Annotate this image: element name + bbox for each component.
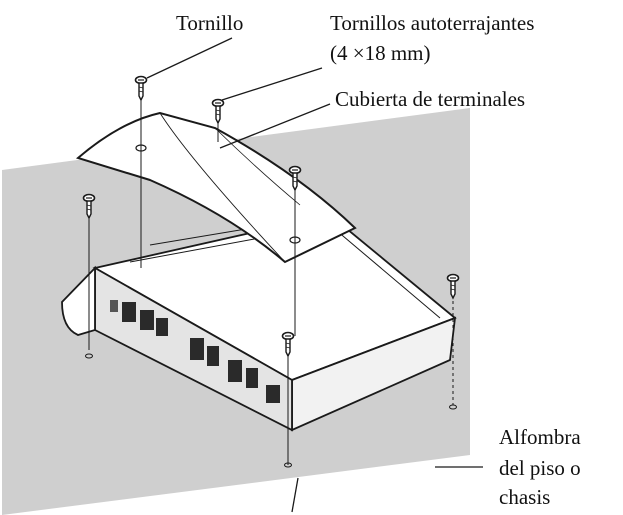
screw-icon (134, 75, 148, 101)
label-carpet-line3: chasis (499, 485, 551, 509)
label-screw: Tornillo (176, 11, 244, 35)
label-carpet-line1: Alfombra (499, 425, 581, 449)
label-tapping-screws-size: (4 ×18 mm) (330, 41, 431, 65)
leader-lines (146, 37, 483, 513)
terminal-blocks (110, 300, 280, 403)
label-carpet-line2: del piso o (499, 456, 581, 480)
terminal-cover (75, 111, 357, 264)
label-tapping-screws: Tornillos autoterrajantes (330, 11, 535, 35)
screw-icon (211, 98, 225, 124)
guide-lines (88, 100, 454, 465)
amplifier-left-flange (61, 265, 96, 336)
label-terminal-cover: Cubierta de terminales (335, 87, 526, 111)
